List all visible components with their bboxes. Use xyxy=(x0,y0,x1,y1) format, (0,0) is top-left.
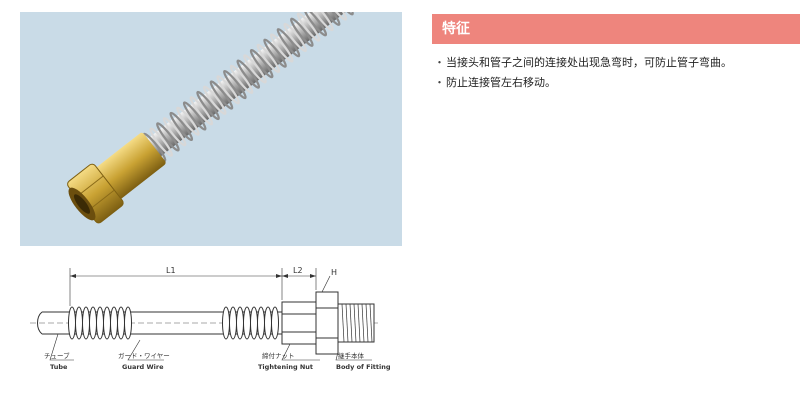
features-heading: 特征 xyxy=(432,14,800,44)
body-label-en: Body of Fitting xyxy=(336,363,391,371)
guard-wire-label-en: Guard Wire xyxy=(122,363,164,371)
guard-wire-label-jp: ガード・ワイヤー xyxy=(118,351,170,360)
nut-label-jp: 締付ナット xyxy=(262,351,295,360)
technical-drawing: L1 L2 H チューブ Tube ガード・ワイヤー Guard Wire 締付… xyxy=(20,262,402,396)
tube-label-en: Tube xyxy=(50,363,68,371)
feature-list: ・ 当接头和管子之间的连接处出现急弯时，可防止管子弯曲。 ・ 防止连接管左右移动… xyxy=(434,56,794,96)
list-item: ・ 防止连接管左右移动。 xyxy=(434,76,794,90)
tube-label-jp: チューブ xyxy=(44,351,70,360)
product-photo xyxy=(20,12,402,246)
feature-text: 防止连接管左右移动。 xyxy=(446,76,556,89)
list-item: ・ 当接头和管子之间的连接处出现急弯时，可防止管子弯曲。 xyxy=(434,56,794,70)
feature-text: 当接头和管子之间的连接处出现急弯时，可防止管子弯曲。 xyxy=(446,56,732,69)
body-label-jp: 継手本体 xyxy=(338,351,365,360)
dim-l2-label: L2 xyxy=(293,266,303,275)
dim-l1-label: L1 xyxy=(166,266,176,275)
dim-h-label: H xyxy=(331,268,337,277)
bullet-icon: ・ xyxy=(434,76,445,89)
nut-label-en: Tightening Nut xyxy=(258,363,313,371)
bullet-icon: ・ xyxy=(434,56,445,69)
